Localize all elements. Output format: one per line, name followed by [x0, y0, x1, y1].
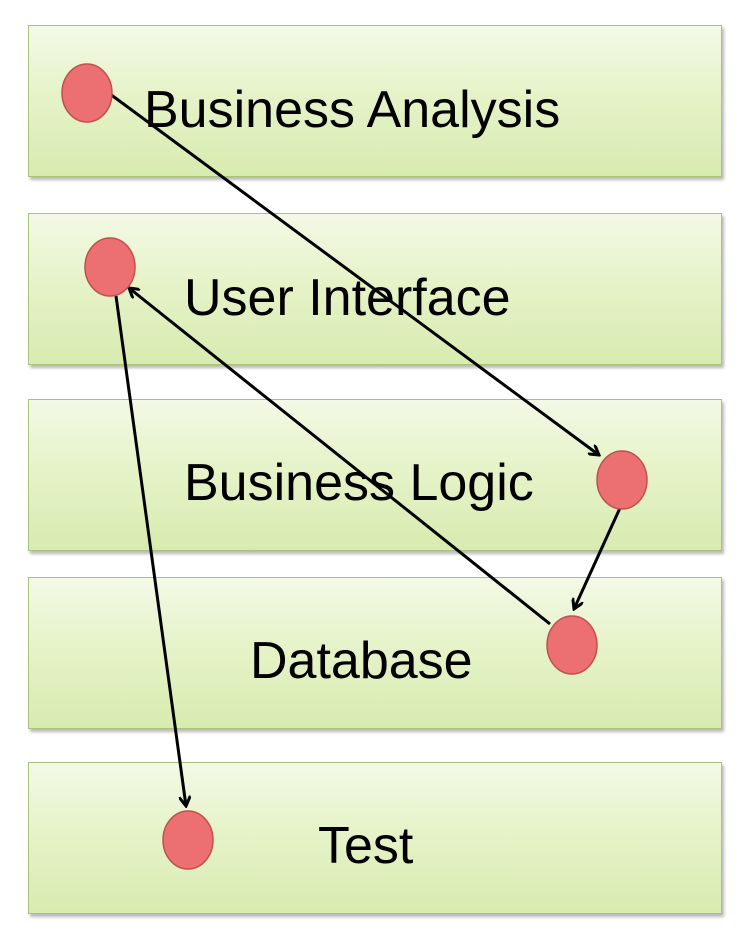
label-business-logic: Business Logic	[184, 454, 534, 512]
node-user-interface	[84, 237, 136, 297]
label-user-interface: User Interface	[184, 269, 511, 327]
arrow-database-to-interface	[129, 288, 551, 626]
arrow-interface-to-test	[114, 295, 186, 806]
label-database: Database	[250, 632, 473, 690]
node-business-analysis	[61, 63, 113, 123]
layer-test	[28, 762, 722, 914]
label-business-analysis: Business Analysis	[144, 81, 561, 139]
layer-business-analysis	[28, 25, 722, 177]
arrow-analysis-to-logic	[109, 92, 599, 455]
label-test: Test	[318, 817, 414, 875]
layer-database	[28, 577, 722, 729]
node-test	[162, 810, 214, 870]
node-database	[546, 615, 598, 675]
arrow-logic-to-database	[574, 507, 622, 609]
node-business-logic	[596, 450, 648, 510]
